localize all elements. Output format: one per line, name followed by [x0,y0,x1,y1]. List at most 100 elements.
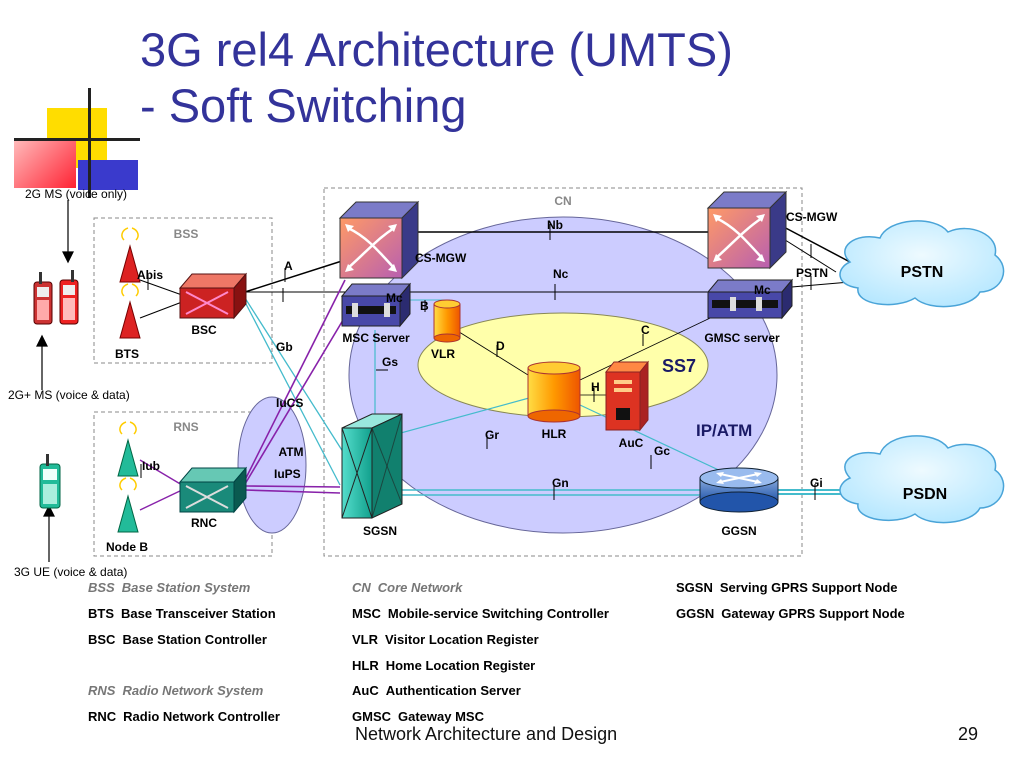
vlr-database-icon [433,299,461,343]
glossary-abbr: GMSC [352,709,391,724]
psdn-label: PSDN [903,486,947,503]
glossary-abbr: RNC [88,709,117,724]
nodeb-antenna-icon-bottom [117,477,139,533]
glossary-abbr: AuC [352,683,379,698]
if-h: H [591,380,600,394]
hlr-database-icon [527,361,581,423]
glossary-abbr: RNS [88,683,116,698]
cs-mgw-left-icon [338,200,420,280]
glossary-text: Base Transceiver Station [121,606,276,621]
deco-horizontal-line [14,138,140,141]
glossary-abbr: SGSN [676,580,713,595]
glossary-text: Gateway MSC [398,709,484,724]
if-c: C [641,323,650,337]
hlr-label: HLR [542,427,567,441]
bsc-label: BSC [191,323,217,337]
cs-mgw-left-label: CS-MGW [415,251,467,265]
glossary-item-ggsn: GGSN Gateway GPRS Support Node [676,606,905,621]
auc-server-icon [604,360,650,432]
pstn-cloud [839,220,1005,308]
rns-label: RNS [173,420,198,434]
glossary-text: Gateway GPRS Support Node [721,606,905,621]
bsc-icon [178,272,248,320]
slide-title: 3G rel4 Architecture (UMTS) - Soft Switc… [140,22,733,134]
psdn-cloud [839,435,1005,524]
3g-phone-icon [39,454,61,509]
glossary-abbr: HLR [352,658,379,673]
glossary-text: Radio Network Controller [123,709,280,724]
atm-label: ATM [278,445,303,459]
glossary-text: Serving GPRS Support Node [719,580,898,595]
msc-server-icon [340,282,412,328]
device-arrows [36,200,74,562]
deco-vertical-line [88,88,91,198]
msc-server-label: MSC Server [342,331,410,345]
glossary-item-bss: BSS Base Station System [88,580,250,595]
3g-ue-label: 3G UE (voice & data) [14,565,127,579]
glossary-abbr: MSC [352,606,381,621]
footer-text: Network Architecture and Design [355,724,618,744]
bts-label: BTS [115,347,139,361]
if-nb: Nb [547,218,563,232]
glossary-abbr: BSS [88,580,115,595]
links [139,224,851,511]
glossary-abbr: BSC [88,632,116,647]
glossary-text: Core Network [377,580,463,595]
glossary-item-bts: BTS Base Transceiver Station [88,606,276,621]
deco-red-square [14,140,76,188]
glossary-item-cn: CN Core Network [352,580,462,595]
if-a: A [284,259,293,273]
glossary-item-sgsn: SGSN Serving GPRS Support Node [676,580,898,595]
ggsn-label: GGSN [721,524,756,538]
gmsc-server-icon [706,278,794,320]
rnc-icon [178,466,248,514]
node-b-label: Node B [106,540,148,554]
glossary-item-msc: MSC Mobile-service Switching Controller [352,606,609,621]
if-gc: Gc [654,444,670,458]
glossary-text: Base Station System [121,580,251,595]
if-gi: Gi [810,476,823,490]
glossary-text: Base Station Controller [122,632,267,647]
if-mc-right: Mc [754,283,771,297]
if-nc: Nc [553,267,569,281]
2g-ms-label: 2G MS (voice only) [25,187,127,201]
auc-label: AuC [619,436,644,450]
if-iups: IuPS [274,467,301,481]
glossary-abbr: CN [352,580,371,595]
glossary-item-auc: AuC Authentication Server [352,683,521,698]
slide-title-line2: - Soft Switching [140,79,467,132]
if-gn: Gn [552,476,569,490]
if-mc-left: Mc [386,291,403,305]
bts-antenna-icon-bottom [119,283,141,339]
glossary-abbr: BTS [88,606,114,621]
if-gb: Gb [276,340,293,354]
2g-phone-icon-1 [33,272,53,325]
if-gs: Gs [382,355,398,369]
if-iub: Iub [142,459,160,473]
glossary-text: Authentication Server [385,683,521,698]
pstn-label: PSTN [901,264,944,281]
ss7-label: SS7 [662,356,696,376]
if-pstn: PSTN [796,266,828,280]
glossary-text: Mobile-service Switching Controller [387,606,609,621]
glossary-item-rns: RNS Radio Network System [88,683,263,698]
atm-oval [237,396,307,534]
glossary-item-gmsc: GMSC Gateway MSC [352,709,484,724]
glossary-text: Radio Network System [122,683,264,698]
bts-antenna-icon-top [119,227,141,283]
sgsn-label: SGSN [363,524,397,538]
sgsn-icon [341,413,403,519]
glossary-abbr: VLR [352,632,378,647]
if-iucs: IuCS [276,396,303,410]
glossary-text: Home Location Register [385,658,536,673]
2g-plus-ms-label: 2G+ MS (voice & data) [8,388,130,402]
glossary-item-bsc: BSC Base Station Controller [88,632,267,647]
nodeb-antenna-icon-top [117,421,139,477]
if-b: B [420,299,429,313]
cs-mgw-right-icon [706,190,788,270]
if-gr: Gr [485,428,499,442]
glossary-abbr: GGSN [676,606,715,621]
glossary-item-hlr: HLR Home Location Register [352,658,535,673]
